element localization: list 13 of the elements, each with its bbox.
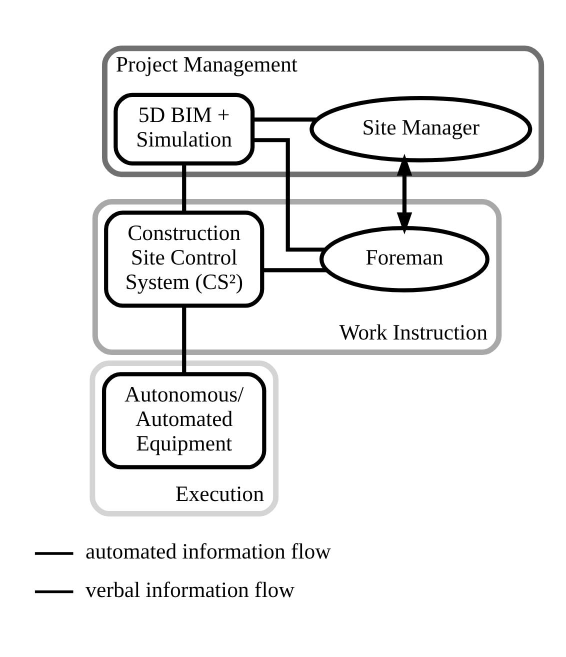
node-ellipse: Site Manager [310, 95, 532, 162]
connector [262, 268, 326, 272]
node-box: Construction Site Control System (CS²) [104, 210, 264, 308]
arrow [396, 153, 412, 234]
node-box: 5D BIM + Simulation [114, 92, 255, 165]
node-ellipse: Foreman [319, 226, 490, 292]
connector [252, 138, 325, 252]
node-box: Autonomous/ Automated Equipment [102, 372, 266, 469]
connector [182, 164, 186, 212]
connector [182, 305, 186, 374]
connector [252, 117, 317, 122]
legend-label: automated information flow [86, 538, 331, 564]
legend-label: verbal information flow [86, 576, 295, 602]
